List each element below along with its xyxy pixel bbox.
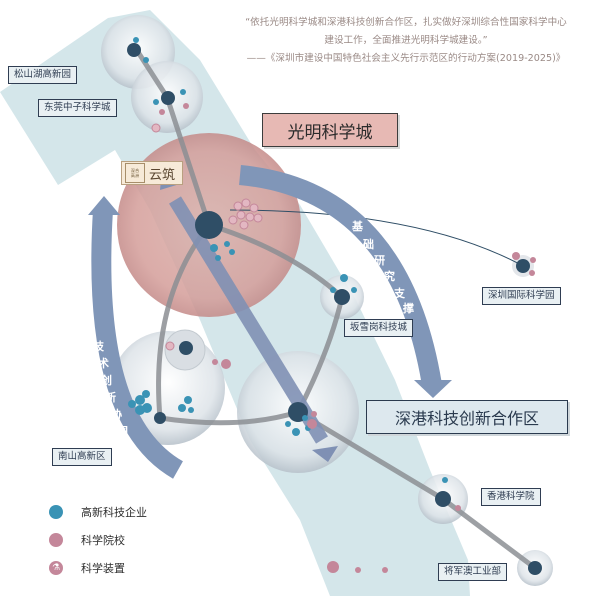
institute-dots <box>159 103 536 573</box>
research-char-6: 撑 <box>403 302 414 315</box>
science-facility-icon: ⚗ <box>49 561 63 575</box>
research-char-3: 研 <box>374 254 385 267</box>
tech-innovation-arrow <box>91 209 184 479</box>
label-nanshan: 南山高新区 <box>52 448 112 466</box>
yunchou-name: 云筑 <box>149 167 176 183</box>
legend-label-facility: 科学装置 <box>81 562 125 575</box>
research-support-arrow <box>239 165 442 387</box>
research-support-arrowhead <box>414 380 452 398</box>
research-char-1: 基 <box>352 220 363 233</box>
quote-line-2: 建设工作，全面推进光明科学城建设。” <box>324 35 488 46</box>
institute-dot-icon <box>49 533 63 547</box>
tech-char-6: 同 <box>117 425 128 438</box>
yunchou-logo-line1: 深合 <box>130 167 140 173</box>
label-hk-science: 香港科学院 <box>481 488 541 506</box>
tech-char-1: 技 <box>93 340 104 353</box>
legend-item-facility: ⚗ 科学装置 <box>49 554 147 582</box>
quote-line-1: “依托光明科学城和深港科技创新合作区，扎实做好深圳综合性国家科学中心 <box>245 17 567 28</box>
label-dongguan: 东莞中子科学城 <box>38 99 117 117</box>
science-facility-icons <box>151 123 263 351</box>
legend-label-institute: 科学院校 <box>81 534 125 547</box>
tech-char-4: 新 <box>105 391 116 404</box>
nodes <box>127 43 542 575</box>
yunchou-badge: 深合 高洲 云筑 <box>121 161 183 185</box>
legend: 高新科技企业 科学院校 ⚗ 科学装置 <box>49 498 147 582</box>
tech-char-3: 创 <box>101 374 112 387</box>
intl-link <box>229 209 524 267</box>
shengang-title: 深港科技创新合作区 <box>366 400 568 434</box>
yunchou-logo-line2: 高洲 <box>130 173 140 178</box>
axis-arrowhead-bottom <box>312 446 338 462</box>
tech-innovation-arrowhead <box>88 196 120 215</box>
label-songshanhu: 松山湖高新园 <box>8 66 78 84</box>
label-shenzhen-intl: 深圳国际科学园 <box>482 287 561 305</box>
yunchou-logo: 深合 高洲 <box>125 163 145 183</box>
legend-item-enterprise: 高新科技企业 <box>49 498 147 526</box>
label-bantian: 坂雪岗科技城 <box>344 319 414 337</box>
tech-char-5: 协 <box>111 408 122 421</box>
research-char-4: 究 <box>384 270 395 283</box>
axis-arrow <box>169 196 328 444</box>
quote-block: “依托光明科学城和深港科技创新合作区，扎实做好深圳综合性国家科学中心 建设工作，… <box>222 14 590 68</box>
quote-source: ——《深圳市建设中国特色社会主义先行示范区的行动方案(2019-2025)》 <box>246 53 566 64</box>
legend-item-institute: 科学院校 <box>49 526 147 554</box>
guangming-title: 光明科学城 <box>262 113 398 147</box>
research-char-5: 支 <box>394 287 405 300</box>
enterprise-dot-icon <box>49 505 63 519</box>
legend-label-enterprise: 高新科技企业 <box>81 506 147 519</box>
label-jiangjunao: 将军澳工业部 <box>438 563 508 581</box>
tech-char-2: 术 <box>98 357 109 370</box>
research-char-2: 础 <box>363 238 374 251</box>
